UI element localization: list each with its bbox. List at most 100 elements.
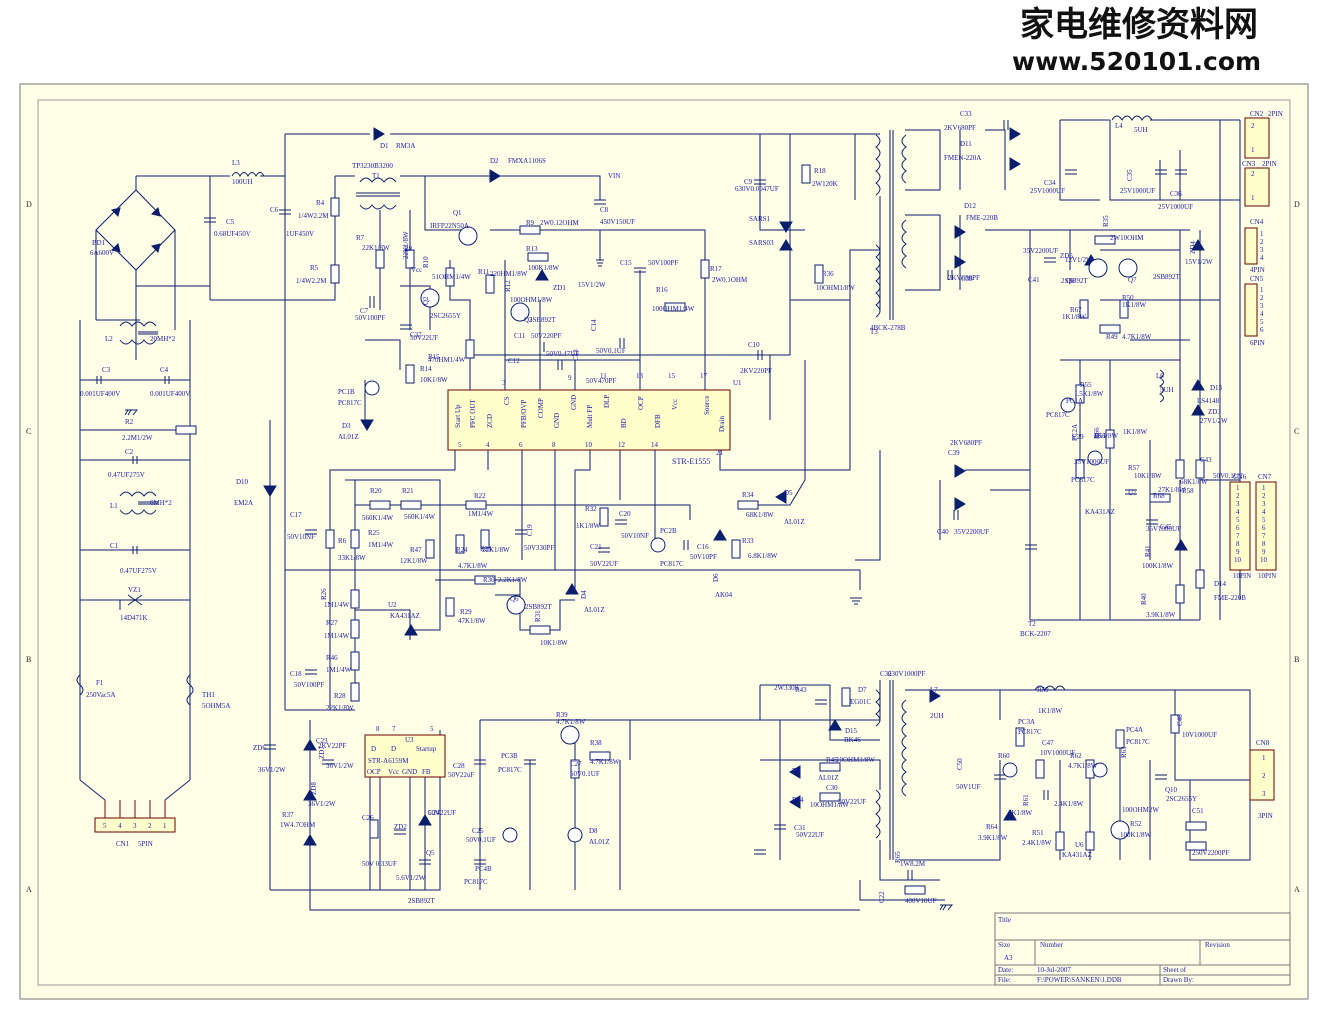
component-label: 50V22uF [448, 771, 475, 779]
component-label: C8 [600, 206, 609, 214]
number-label: Number [1040, 941, 1064, 949]
component-label: C29 [1072, 433, 1084, 441]
cn7-pin-9: 9 [1262, 548, 1266, 556]
component-label: 10K1/8W [1134, 472, 1162, 480]
component-label: 1K1/8W [1123, 428, 1148, 436]
component-label: C19 [526, 524, 534, 536]
component-label: 1K1/8W [1094, 432, 1119, 440]
cn5-pin-1: 1 [1260, 286, 1264, 294]
component-label: 50V22UF [410, 334, 438, 342]
component-label: 50V 0.33UF [362, 860, 397, 868]
u1-num-12: 12 [618, 441, 626, 449]
u1-ref: U1 [733, 379, 742, 387]
component-label: R52 [1130, 820, 1142, 828]
component-label: 35V1000UF [1146, 525, 1181, 533]
component-label: D8 [589, 827, 598, 835]
component-label: L7 [930, 686, 938, 694]
u1-num-21: 21 [716, 449, 724, 457]
component-label: 1M1/4W [324, 601, 350, 609]
component-label: 470HM1/4W [428, 356, 466, 364]
component-label: C13 [572, 349, 580, 361]
u1-num-15: 15 [668, 372, 676, 380]
component-label: R16 [656, 286, 668, 294]
component-label: Q1 [453, 209, 462, 217]
component-label: 50V0.1UF [1213, 472, 1243, 480]
cn1-name: 5PIN [138, 840, 153, 848]
component-label: PC2B [660, 527, 677, 535]
component-label: R6 [338, 537, 347, 545]
u1-pin-source: Source [703, 396, 711, 415]
component-label: AK04 [715, 591, 733, 599]
cn5-ref: CN5 [1250, 275, 1264, 283]
component-label: 2KV680PF [948, 274, 980, 282]
component-label: R67 [1070, 306, 1082, 314]
component-label: R7 [356, 234, 365, 242]
component-label: ZD8 [310, 782, 318, 795]
date-value: 10-Jul-2007 [1037, 966, 1071, 974]
u1-pin-dlp: DLP [603, 395, 611, 408]
component-label: 22K1/8W [326, 704, 354, 712]
component-label: AL01Z [584, 606, 605, 614]
component-label: BD1 [92, 239, 106, 247]
cn1-pin-4: 4 [118, 822, 122, 830]
component-label: 2KV22PF [318, 742, 347, 750]
component-label: C26 [362, 814, 374, 822]
component-label: T3 [870, 328, 878, 336]
component-label: PC817C [1018, 728, 1042, 736]
component-label: 25V1000UF [1158, 203, 1193, 211]
component-label: EG01C [850, 698, 871, 706]
component-label: R39 [556, 711, 568, 719]
connector-cn5: CN5 1 2 3 4 5 6 6PIN [1244, 275, 1265, 347]
component-label: R24 [456, 546, 468, 554]
u3-ref: U3 [405, 736, 414, 744]
component-label: VIN [608, 172, 620, 180]
sheet-label: Sheet of [1163, 966, 1187, 974]
u1-pin-bd: BD [620, 418, 628, 428]
component-label: C11 [514, 332, 526, 340]
component-label: PC4A [1126, 726, 1143, 734]
cn5-pin-2: 2 [1260, 294, 1264, 302]
component-label: 51OHM1/4W [432, 273, 471, 281]
u1-pin-vcc: Vcc [671, 399, 679, 410]
u1-num-11: 11 [600, 372, 607, 380]
zone-right-a: A [1294, 885, 1300, 894]
component-label: C51 [1192, 807, 1204, 815]
component-label: U2 [388, 601, 397, 609]
cn6-pin-9: 9 [1236, 548, 1240, 556]
file-label: File: [998, 976, 1011, 984]
component-label: R55 [1080, 381, 1092, 389]
component-label: ZD1 [553, 284, 566, 292]
component-label: D1 [380, 142, 389, 150]
zone-left-d: D [26, 200, 32, 209]
component-label: 0.47UF275V [108, 471, 145, 479]
component-label: 2KV680PF [950, 439, 982, 447]
component-label: C7 [360, 307, 369, 315]
cn1-pin-3: 3 [133, 822, 137, 830]
component-label: C1 [110, 542, 119, 550]
component-label: R35 [1102, 215, 1110, 227]
component-label: R27 [326, 619, 338, 627]
component-label: R60 [998, 752, 1010, 760]
component-label: 50V0.1UF [570, 770, 600, 778]
component-label: 4.7K1/8W [1068, 762, 1098, 770]
component-label: R21 [402, 487, 414, 495]
cn7-pin-5: 5 [1262, 516, 1266, 524]
component-label: 22K1/8W [362, 244, 390, 252]
component-label: Q3 [524, 316, 533, 324]
component-label: R32 [585, 505, 597, 513]
component-label: T1 [372, 172, 380, 180]
component-label: 1K1/8W [1122, 301, 1147, 309]
component-label: R64 [986, 823, 998, 831]
u3-pin-d2: D [391, 745, 396, 753]
component-label: C16 [697, 543, 709, 551]
cn6-name: 10PIN [1233, 572, 1251, 580]
component-label: 2KV680PF [944, 124, 976, 132]
component-label: C39 [948, 449, 960, 457]
component-label: L4 [1115, 122, 1123, 130]
component-label: 220HM1/8W [490, 270, 528, 278]
component-label: 47K1/8W [458, 617, 486, 625]
component-label: R40 [1140, 593, 1148, 605]
component-label: 5.6V1/2W [396, 874, 426, 882]
cn6-pin-7: 7 [1236, 532, 1240, 540]
component-label: R15 [428, 353, 440, 361]
